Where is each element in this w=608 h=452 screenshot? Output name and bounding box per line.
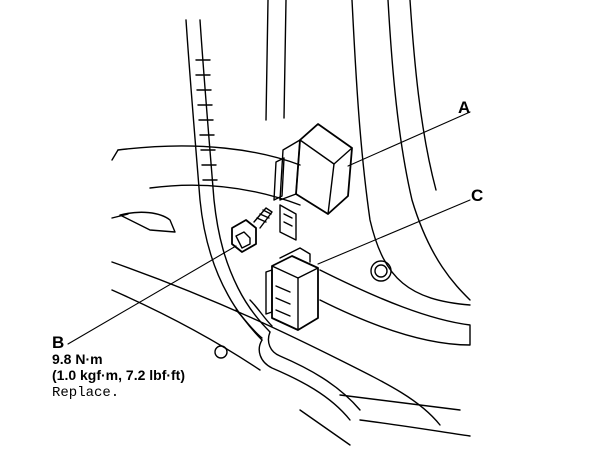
connector-c [265, 247, 319, 331]
leader-c [317, 199, 471, 265]
body-panel [111, 0, 471, 446]
leader-a [347, 111, 471, 167]
torque-spec: 9.8 N·m [52, 351, 103, 367]
wire-harness [185, 19, 361, 421]
callout-b-label: B [52, 333, 65, 352]
callout-a-label: A [458, 98, 471, 117]
leader-lines [67, 111, 471, 345]
leader-b [67, 245, 237, 345]
bolt-b [231, 207, 273, 253]
sensor-module-a [273, 123, 353, 241]
replace-note: Replace. [52, 385, 120, 401]
callout-c-label: C [471, 186, 484, 205]
panel-holes [214, 260, 392, 359]
torque-conversions: (1.0 kgf·m, 7.2 lbf·ft) [52, 367, 186, 383]
